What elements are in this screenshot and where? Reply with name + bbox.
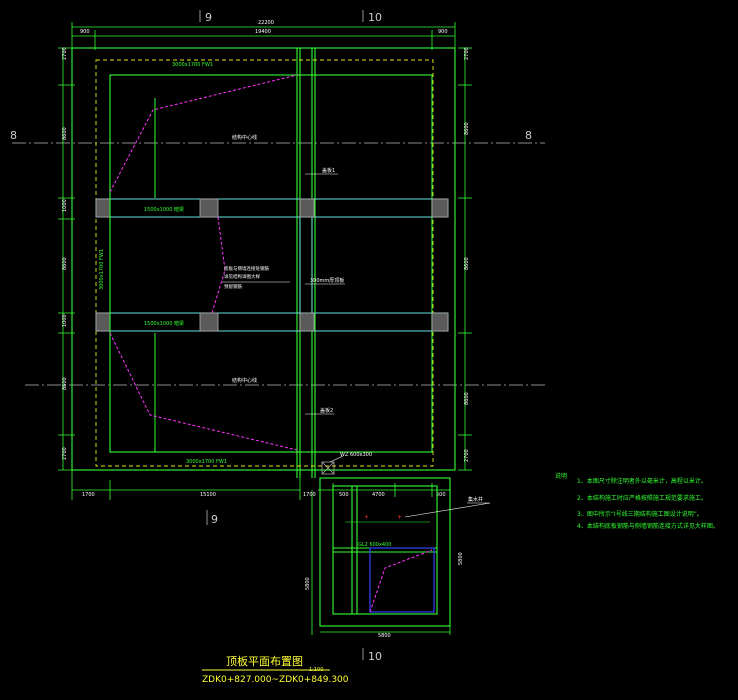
- sump-leader: [404, 502, 491, 518]
- beams: [95, 198, 449, 332]
- dashed-outline: [95, 59, 434, 467]
- sump-hole: [369, 547, 435, 613]
- dim-left-1: 2700: [62, 47, 68, 60]
- axis-10-top: 10: [368, 11, 382, 24]
- dim-left-4: 8600: [62, 257, 68, 270]
- sump-pit: [319, 477, 451, 627]
- note-3: 3、图中所示“Ⅰ号线三期结构施工图设计说明”。: [577, 510, 703, 518]
- note-2: 2、本结构施工时应严格按照施工规范要求施工。: [577, 494, 707, 502]
- dim-bottom-1: 1700: [82, 492, 95, 498]
- axis-8-left: 8: [10, 129, 17, 142]
- axis-label-bottom: 结构中心线: [232, 377, 257, 384]
- dim-top-seg-3: 900: [438, 29, 448, 35]
- sump-hole-label: GL2 600x400: [358, 542, 391, 548]
- axis-bubbles: [199, 10, 364, 660]
- axis-9-top: 9: [205, 11, 212, 24]
- right-label-3: 盖板2: [320, 407, 333, 414]
- dim-left-7: 2700: [62, 447, 68, 460]
- notes-title: 说明: [555, 472, 567, 480]
- dim-left-2: 8600: [62, 127, 68, 140]
- sump-markers: + +: [364, 514, 402, 521]
- beam-2-label: 1500x1000 暗梁: [144, 320, 184, 327]
- outer-wall: [71, 47, 456, 478]
- svg-text:+: +: [364, 514, 369, 521]
- dim-right-5: 2700: [464, 449, 470, 462]
- caption-title: 顶板平面布置图: [226, 654, 303, 668]
- dim-right-2: 8600: [464, 122, 470, 135]
- dim-right-1: 2700: [464, 47, 470, 60]
- sump-opening-line: [369, 549, 433, 613]
- dim-top-total: 22200: [258, 20, 274, 26]
- dim-sump-top-3: 500: [436, 492, 446, 498]
- mid-note-3: 预留钢筋: [224, 283, 242, 290]
- dim-left-5: 1000: [62, 314, 68, 327]
- sump-leader-label: 集水井: [468, 496, 483, 503]
- axis-lines: [12, 142, 545, 386]
- mid-note-2: 详见结构详图大样: [224, 273, 260, 280]
- dim-left-3: 1000: [62, 199, 68, 212]
- dimension-lines: [58, 22, 472, 635]
- beam-1-label: 1500x1000 暗梁: [144, 206, 184, 213]
- wall-label: WZ 600x300: [340, 452, 372, 458]
- bottom-opening-label: 3000x1700 FW1: [186, 459, 227, 465]
- top-opening-label: 3000x1700 FW1: [172, 62, 213, 68]
- dim-left-6: 8600: [62, 377, 68, 390]
- dim-bottom-3: 1700: [303, 492, 316, 498]
- mid-note-1: 底板与侧墙连接处钢筋: [224, 265, 269, 272]
- right-labels-leaders: [305, 173, 345, 415]
- axis-8-right: 8: [525, 129, 532, 142]
- dim-sump-right: 5800: [458, 552, 464, 565]
- note-4: 4、本结构底板钢筋与侧墙钢筋连接方式详见大样图。: [577, 522, 719, 530]
- dim-sump-left: 5800: [305, 577, 311, 590]
- right-label-1: 盖板1: [322, 167, 335, 174]
- dim-right-3: 8600: [464, 257, 470, 270]
- right-label-2: 300mm厚顶板: [310, 277, 344, 284]
- dim-top-seg-1: 900: [80, 29, 90, 35]
- axis-10-bottom: 10: [368, 650, 382, 663]
- dim-top-seg-2: 19400: [255, 29, 271, 35]
- dim-right-4: 8600: [464, 392, 470, 405]
- axis-9-bottom: 9: [211, 513, 218, 526]
- dim-sump-top-2: 4700: [372, 492, 385, 498]
- caption-scale: 1:100: [309, 667, 323, 673]
- axis-label-top: 结构中心线: [232, 134, 257, 141]
- dim-sump-top-1: 500: [339, 492, 349, 498]
- note-1: 1、本图尺寸除注明者外以毫米计，高程以米计。: [577, 477, 707, 485]
- dim-bottom-2: 15100: [200, 492, 216, 498]
- dim-sump-bottom: 5800: [378, 633, 391, 639]
- inner-lines: [109, 74, 300, 452]
- caption-range: ZDK0+827.000~ZDK0+849.300: [202, 675, 349, 685]
- columns: [95, 198, 449, 332]
- corner-box: [321, 455, 344, 475]
- opening-lines: [109, 74, 298, 451]
- svg-text:+: +: [397, 514, 402, 521]
- left-opening-label: 3000x1700 FW1: [99, 249, 105, 290]
